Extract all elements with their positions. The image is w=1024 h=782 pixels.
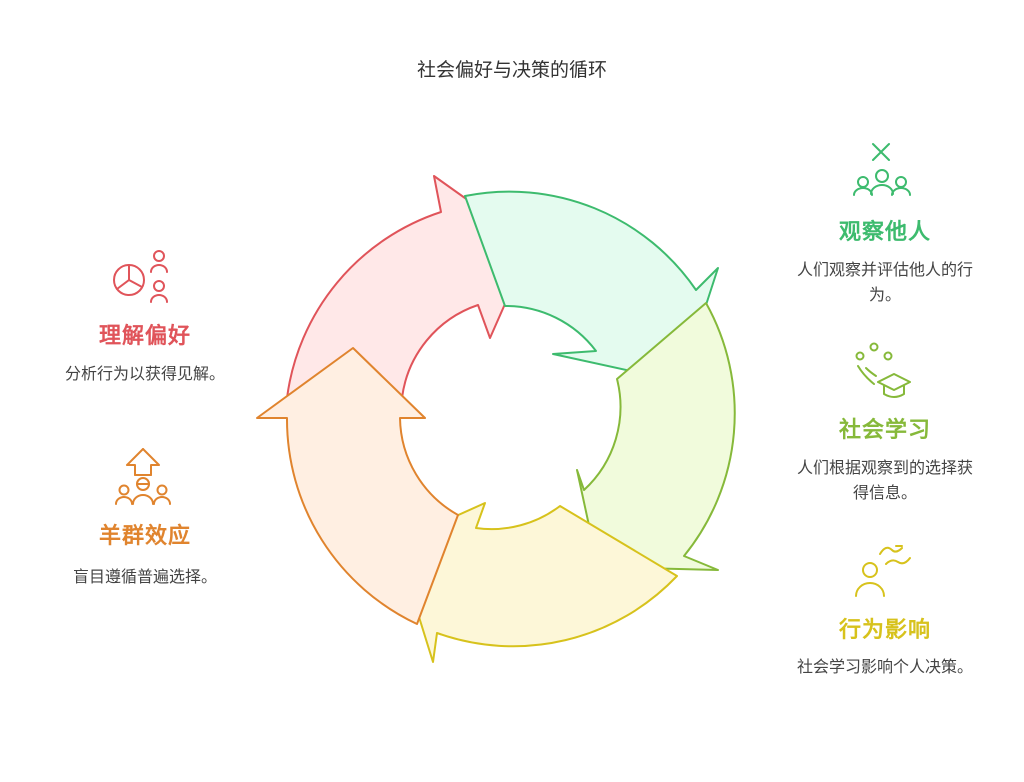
arrow-herd [256,347,459,625]
stage-learn: 社会学习 [790,412,980,444]
stage-influence-desc-wrap: 社会学习影响个人决策。 [796,654,974,679]
stage-heading: 观察他人 [838,220,931,245]
stage-observe-desc-wrap: 人们观察并评估他人的行为。 [796,257,974,307]
stage-description: 人们观察并评估他人的行为。 [796,260,973,304]
arrow-observe [464,190,719,383]
stage-description: 人们根据观察到的选择获得信息。 [796,458,973,502]
page-title: 社会偏好与决策的循环 [416,59,607,81]
arrow-influence [395,502,678,663]
stage-heading: 行为影响 [838,618,931,643]
stage-learn-desc-wrap: 人们根据观察到的选择获得信息。 [790,455,980,505]
stage-influence: 行为影响 [790,612,980,644]
stage-description: 盲目遵循普遍选择。 [72,567,217,586]
stage-heading: 社会学习 [838,418,931,443]
observe-people-icon [853,143,911,196]
stage-herd-desc-wrap: 盲目遵循普遍选择。 [50,564,240,589]
stage-herd: 羊群效应 [50,518,240,550]
stage-heading: 理解偏好 [98,324,191,349]
stage-understand-desc-wrap: 分析行为以获得见解。 [62,361,228,386]
learning-icon [855,342,911,398]
herd-icon [115,448,171,505]
pie-chart-people-icon [113,250,168,303]
person-influence-icon [855,545,911,597]
stage-description: 分析行为以获得见解。 [64,364,225,383]
stage-description: 社会学习影响个人决策。 [796,657,973,676]
stage-observe: 观察他人 [790,214,980,246]
stage-heading: 羊群效应 [98,524,191,549]
arrow-understand [286,175,532,399]
stage-understand: 理解偏好 [50,318,240,350]
arrow-learn [576,302,736,571]
